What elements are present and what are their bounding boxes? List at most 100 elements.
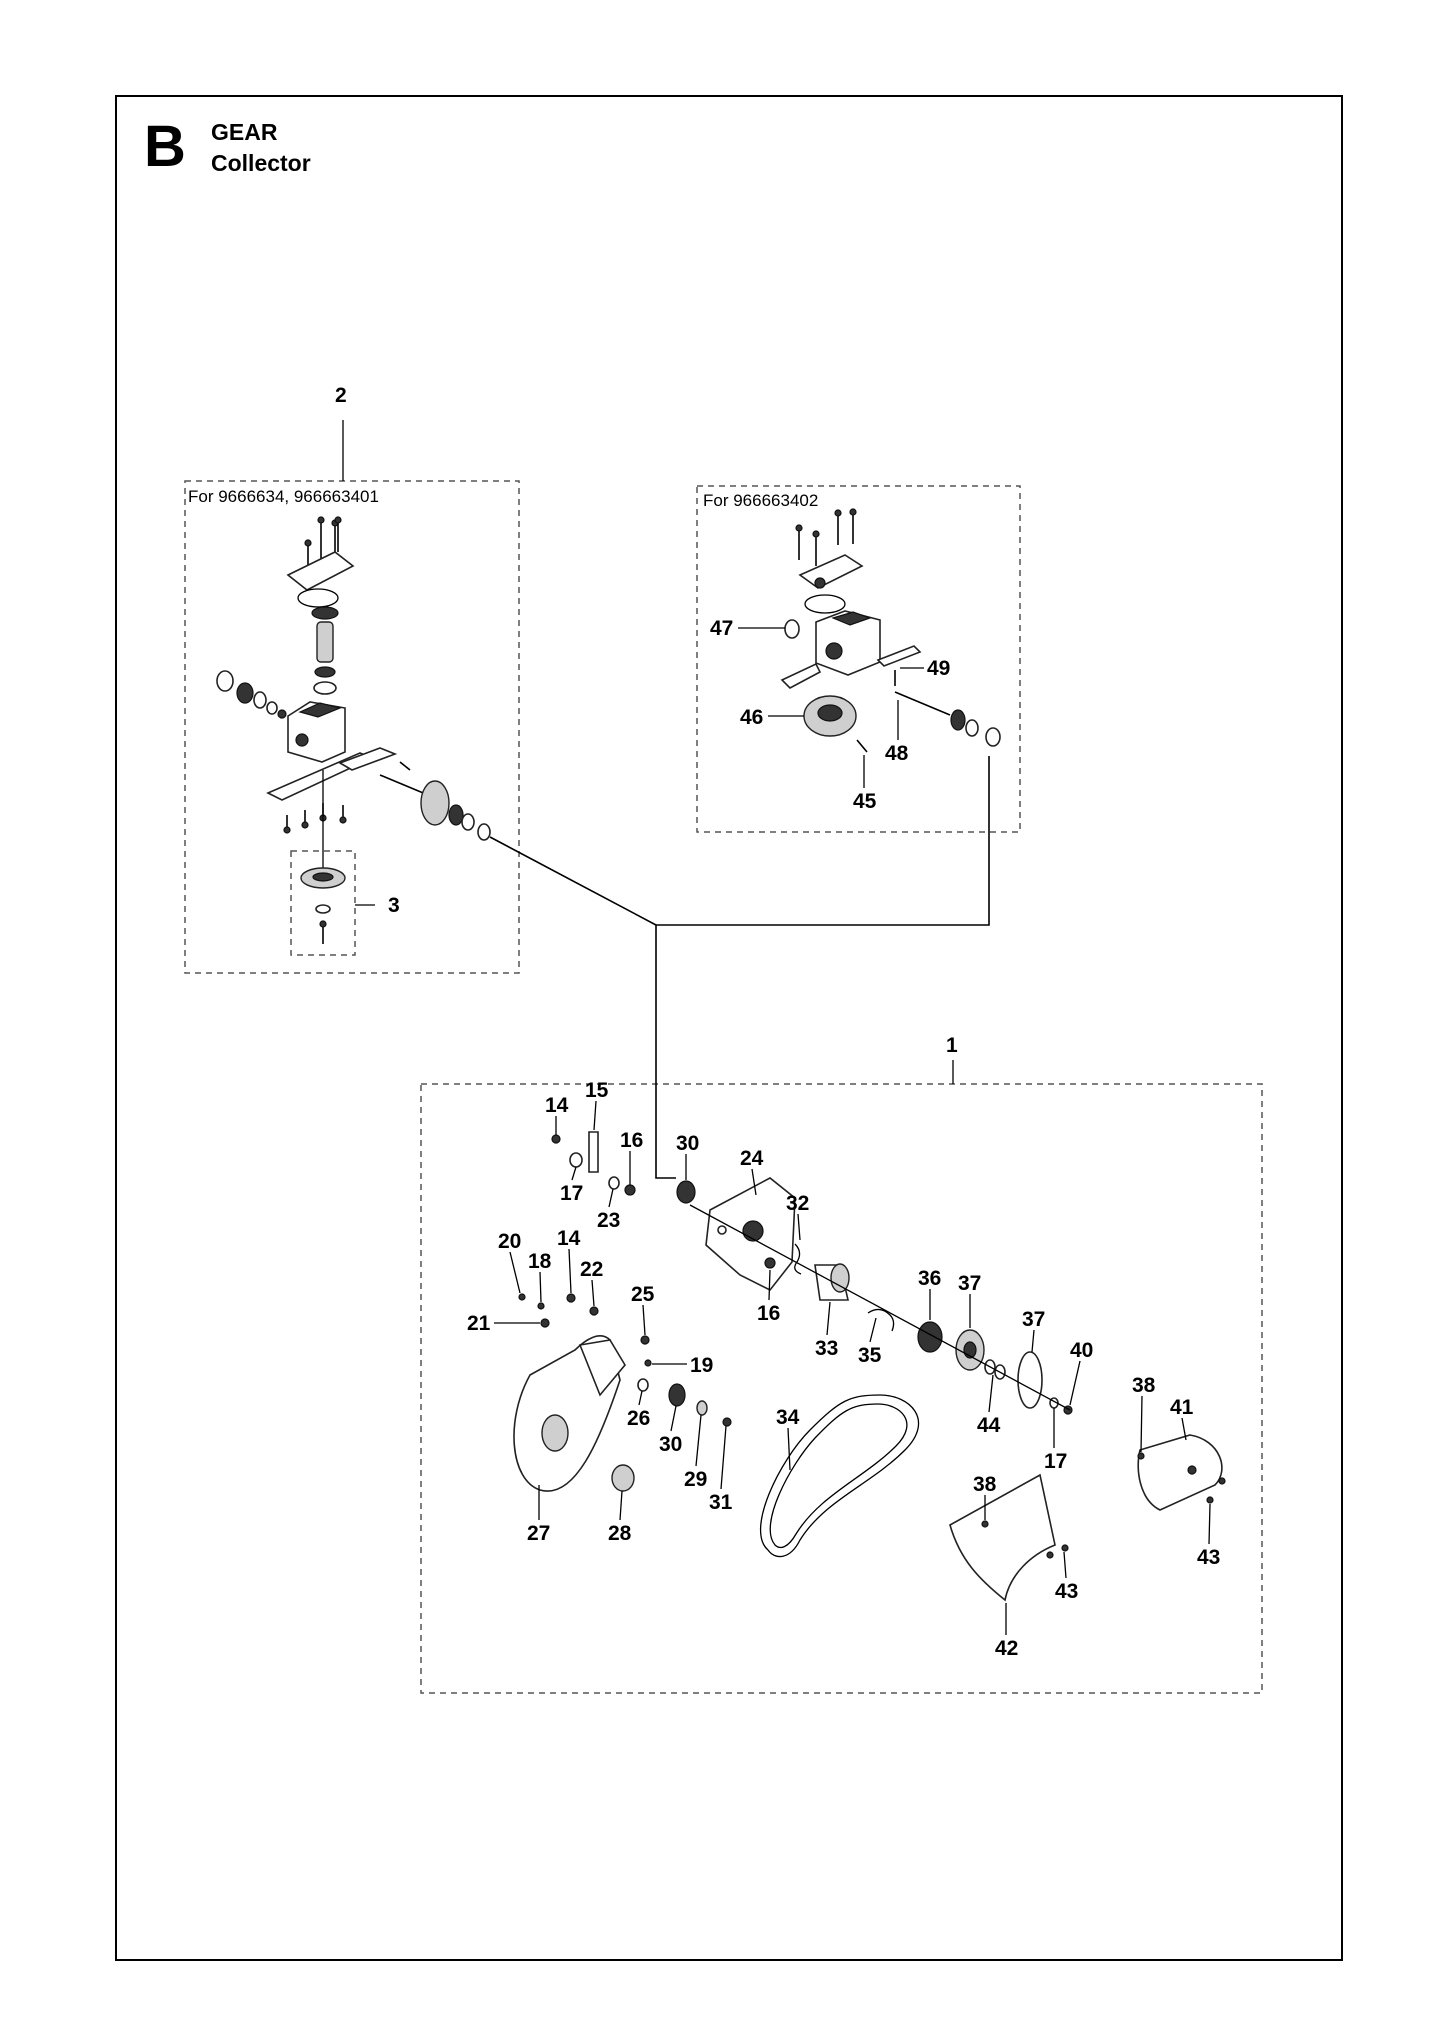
left-gearbox-parts (216, 516, 491, 944)
screws-top-right (795, 508, 857, 566)
washer-17a (569, 1152, 583, 1168)
gear-28 (611, 1464, 635, 1492)
screws-top-left (304, 516, 342, 572)
gear-housing-24 (705, 1177, 796, 1292)
page-frame (115, 95, 1343, 1961)
screw-38a (1137, 1452, 1145, 1460)
cover-boss (814, 577, 826, 589)
circlip-right (477, 823, 491, 841)
gasket-ring (297, 588, 339, 608)
callout-37a: 37 (958, 1272, 981, 1295)
screw-38b (981, 1520, 989, 1528)
connector-line-right (656, 756, 990, 926)
deflector-42 (949, 1473, 1056, 1602)
bearing-right-48 (950, 709, 966, 731)
cover-plate (286, 551, 355, 591)
callout-24: 24 (740, 1147, 764, 1170)
screw-43a-1 (1218, 1477, 1226, 1485)
group-caption-right: For 966663402 (703, 491, 818, 510)
belt-cover-27 (513, 1335, 626, 1492)
group-box-right-gearbox (696, 485, 1021, 833)
screws-bottom-left (283, 803, 347, 834)
nut-14a (551, 1134, 561, 1144)
idler-33 (814, 1263, 850, 1301)
washer-22 (589, 1306, 599, 1316)
bearing-mid (314, 666, 336, 678)
callout-20: 20 (498, 1230, 521, 1253)
callout-47: 47 (710, 617, 733, 640)
nut-16a (624, 1184, 636, 1196)
callout-19: 19 (690, 1354, 713, 1377)
group-box-pulley-sub (290, 850, 356, 956)
screw-43b-2 (1061, 1544, 1069, 1552)
pulley-46-core (817, 704, 843, 722)
screw-43a-2 (1206, 1496, 1214, 1504)
callout-27: 27 (527, 1522, 550, 1545)
callout-49: 49 (927, 657, 950, 680)
nut-14b (566, 1293, 576, 1303)
main-assembly-parts (513, 1131, 1226, 1602)
bolt-21 (540, 1318, 550, 1328)
pulley-washer (315, 904, 331, 914)
bearing-left (236, 682, 254, 704)
callout-labels: 2 1 3 47 49 46 48 45 14 15 16 30 24 17 2… (335, 384, 1220, 1660)
callout-48: 48 (885, 742, 909, 765)
callout-30a: 30 (676, 1132, 699, 1155)
spring-32 (794, 1243, 802, 1275)
pulley-36 (917, 1321, 943, 1353)
callout-43a: 43 (1197, 1546, 1220, 1569)
washer-left (253, 691, 267, 709)
mounting-plate-right (780, 662, 822, 689)
callout-17a: 17 (560, 1182, 583, 1205)
belt-34 (759, 1394, 919, 1558)
washer-18 (537, 1302, 545, 1310)
bearing-30b (668, 1383, 686, 1407)
callout-34: 34 (776, 1406, 800, 1429)
nut-left (277, 709, 287, 719)
callout-38a: 38 (1132, 1374, 1156, 1397)
shaft-48 (894, 691, 951, 716)
callout-21: 21 (467, 1312, 491, 1335)
callout-1: 1 (946, 1034, 958, 1057)
callout-15: 15 (585, 1079, 609, 1102)
callout-17b: 17 (1044, 1450, 1067, 1473)
screw-43b-1 (1046, 1551, 1054, 1559)
callout-31: 31 (709, 1491, 733, 1514)
bearing-30a (676, 1180, 696, 1204)
callout-38b: 38 (973, 1473, 997, 1496)
connector-line-shaft (489, 836, 676, 1179)
bearing-right (448, 804, 464, 826)
bracket-15 (588, 1131, 599, 1173)
washer-right (461, 813, 475, 831)
callout-36: 36 (918, 1267, 941, 1290)
gearbox-housing-right (815, 610, 881, 676)
circlip-left (266, 701, 278, 715)
callout-33: 33 (815, 1337, 838, 1360)
section-title: GEAR (211, 119, 278, 145)
callout-35: 35 (858, 1344, 882, 1367)
mounting-bracket-right (876, 645, 922, 667)
section-subtitle: Collector (211, 150, 311, 176)
clip-19 (644, 1359, 652, 1367)
group-caption-left: For 9666634, 966663401 (188, 487, 379, 506)
washer-26 (637, 1378, 649, 1392)
mounting-bracket (338, 747, 398, 771)
callout-43b: 43 (1055, 1580, 1078, 1603)
callout-44: 44 (977, 1414, 1001, 1437)
callout-16b: 16 (757, 1302, 780, 1325)
callout-22: 22 (580, 1258, 603, 1281)
nut-16b (764, 1257, 776, 1269)
callout-40: 40 (1070, 1339, 1093, 1362)
callout-46: 46 (740, 706, 763, 729)
section-letter: B (144, 114, 186, 179)
callout-18: 18 (528, 1250, 552, 1273)
group-box-main-assembly (420, 1083, 1263, 1694)
pulley-bolt-head (319, 920, 327, 928)
callout-16a: 16 (620, 1129, 643, 1152)
pulley-core (312, 872, 334, 882)
group-box-left-gearbox (184, 480, 520, 974)
callout-14b: 14 (557, 1227, 581, 1250)
washer-right-48 (965, 719, 979, 737)
disc-37b (1017, 1351, 1043, 1409)
